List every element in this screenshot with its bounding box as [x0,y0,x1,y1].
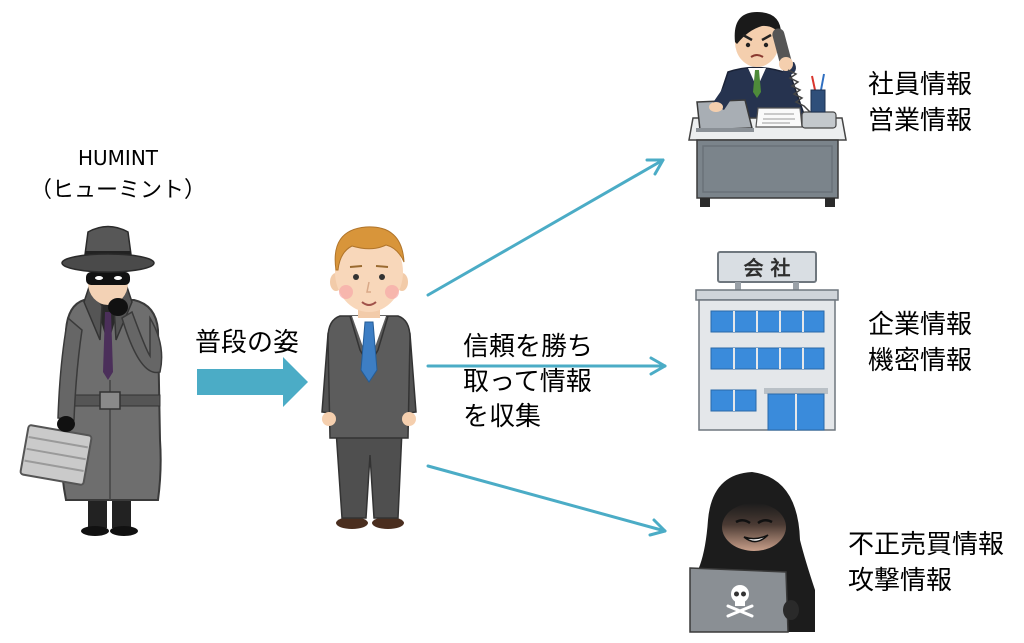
door-frame [764,388,828,394]
target-company-info: 企業情報 機密情報 [868,307,972,379]
target-line: 営業情報 [868,103,972,139]
businessman-cheek-right [385,285,399,299]
businessman-brow-left [350,266,362,267]
target-line: 不正売買情報 [848,527,1004,563]
spy-eye-left [95,276,103,280]
humint-heading: HUMINT （ヒューミント） [18,144,218,206]
pen-red [812,76,815,90]
target-illicit-info: 不正売買情報 攻撃情報 [848,527,1004,599]
desk-phone-icon [802,112,836,128]
skull-eye [741,592,746,597]
normal-appearance-label: 普段の姿 [195,326,299,361]
building-sign-text: 会 社 [744,256,791,280]
office-worker-illustration [689,12,846,207]
humint-title: HUMINT [18,144,218,172]
target-line: 企業情報 [868,307,972,343]
company-building-illustration: 会 社 [696,252,838,430]
thick-arrow-shape [197,357,308,407]
worker-hand-left [709,102,723,112]
spy-shoe-right [110,526,138,536]
spy-shoe-left [81,526,109,536]
businessman-brow-right [376,266,388,267]
desk-foot-right [825,198,835,207]
arrow-shaft [428,466,665,531]
pen-blue [821,74,824,90]
businessman-pants [336,430,402,518]
collection-label: 信頼を勝ち 取って情報 を収集 [463,330,593,435]
documents [756,108,802,127]
businessman-shoe-right [372,517,404,529]
normal-appearance-arrow [197,357,308,407]
worker-eye-left [746,43,750,47]
arrow-shaft [428,160,663,295]
laptop-base [696,128,754,132]
hacker-face [722,503,786,551]
collection-line: を収集 [463,400,593,435]
spy-mask [86,272,130,285]
pen-cup [811,90,825,112]
window-row-2 [711,348,824,369]
businessman-eye-left [353,274,359,280]
target-line: 機密情報 [868,343,972,379]
businessman-hand-right [402,412,416,426]
skull-jaw [735,600,745,606]
hacker-hand [783,600,799,620]
businessman-shoe-left [336,517,368,529]
building-roof [696,290,838,300]
target-employee-info: 社員情報 営業情報 [868,67,972,139]
target-line: 社員情報 [868,67,972,103]
businessman-eye-right [379,274,385,280]
businessman-illustration [322,227,416,529]
spy-glove-right [108,298,128,316]
spy-briefcase [20,425,92,485]
spy-belt-buckle [100,392,120,409]
businessman-cheek-left [339,285,353,299]
window-row-1 [711,311,824,332]
worker-eye-right [764,43,768,47]
skull-eye [734,592,739,597]
target-line: 攻撃情報 [848,563,1004,599]
worker-hand-phone [779,57,793,71]
spy-illustration [20,227,161,537]
spy-eye-right [114,276,122,280]
spy-hat-brim [62,254,154,272]
spy-glove-left [57,416,75,432]
humint-reading: （ヒューミント） [18,176,218,206]
businessman-hand-left [322,412,336,426]
desk-front [697,140,838,198]
hooded-hacker-illustration [690,472,815,632]
collect-arrow-up [428,160,663,295]
collect-arrow-down [428,466,665,535]
desk-foot-left [700,198,710,207]
collection-line: 信頼を勝ち [463,330,593,365]
collection-line: 取って情報 [463,365,593,400]
